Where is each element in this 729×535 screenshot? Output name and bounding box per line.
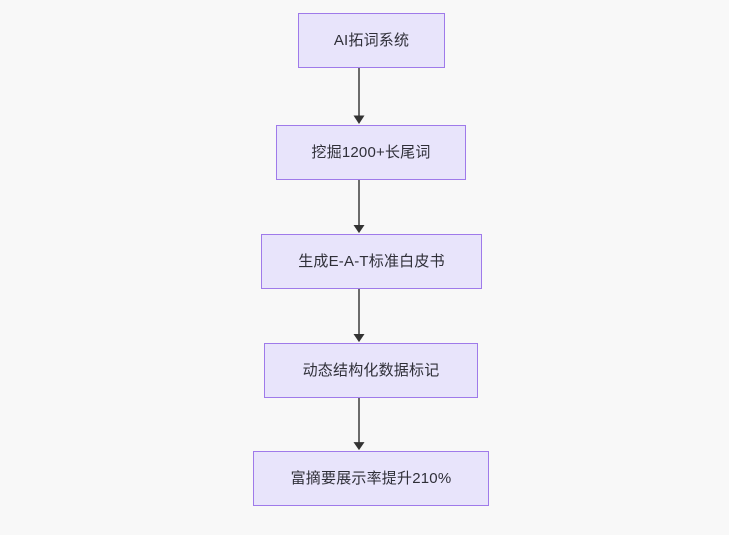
flowchart-node-dynamic-structured-data-markup[interactable]: 动态结构化数据标记 <box>264 343 478 398</box>
flowchart-node-ai-keyword-system[interactable]: AI拓词系统 <box>298 13 445 68</box>
node-label: 生成E-A-T标准白皮书 <box>298 253 445 270</box>
arrow-icon <box>353 180 365 234</box>
arrow-icon <box>353 398 365 451</box>
arrow-icon <box>353 289 365 343</box>
flowchart-node-generate-eat-whitepaper[interactable]: 生成E-A-T标准白皮书 <box>261 234 482 289</box>
connector-arrow-4 <box>347 398 371 451</box>
connector-arrow-3 <box>347 289 371 343</box>
flowchart-node-rich-snippet-uplift[interactable]: 富摘要展示率提升210% <box>253 451 489 506</box>
node-label: AI拓词系统 <box>333 32 410 49</box>
connector-arrow-1 <box>347 68 371 125</box>
flowchart-node-mine-longtail-keywords[interactable]: 挖掘1200+长尾词 <box>276 125 466 180</box>
node-label: 动态结构化数据标记 <box>302 362 440 379</box>
connector-arrow-2 <box>347 180 371 234</box>
node-label: 挖掘1200+长尾词 <box>311 144 431 161</box>
arrow-icon <box>353 68 365 125</box>
node-label: 富摘要展示率提升210% <box>290 470 452 487</box>
